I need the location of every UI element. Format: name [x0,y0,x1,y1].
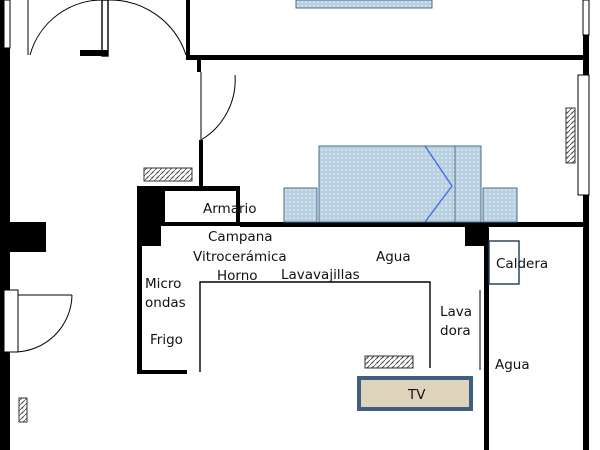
window-left-middle [3,289,19,353]
label-oven: Horno [217,268,258,284]
boiler-box [488,240,520,285]
top-room-furniture [295,0,433,9]
label-ceramic-hob: Vitrocerámica [193,249,287,265]
label-hood: Campana [208,229,273,245]
door-bedroom-swing [200,74,236,141]
wall-bedroom-left-lower [199,140,203,186]
wall-top-left-post [101,0,109,57]
door-top-left-swing [29,0,105,56]
label-fridge: Frigo [150,332,183,348]
radiator-right [565,107,576,164]
wall-top-left-post-fill [80,50,108,56]
kitchen-counter [199,281,431,372]
label-washer-line1: Lava [440,304,472,320]
nightstand-right [482,187,518,223]
wall-wardrobe-right [236,186,240,226]
label-water-bath: Agua [495,357,530,373]
radiator-left-bottom [18,397,28,423]
wall-kitchen-left-thick-lower [137,224,161,246]
label-microwave-line2: ondas [145,295,186,311]
label-microwave-line1: Micro [145,276,181,292]
label-dishwasher: Lavavajillas [281,267,360,283]
label-wardrobe: Armario [203,201,257,217]
bed [318,145,482,223]
wall-kitchen-top [137,186,240,191]
label-tv: TV [407,387,426,403]
window-left-top [3,0,11,49]
nightstand-left [283,187,318,223]
wall-kitchen-left [137,224,142,372]
door-left-lower-swing [13,294,73,353]
wall-bath-left [484,224,489,450]
wall-bedroom-left-upper [197,60,201,72]
wall-kitchen-left-thick [137,186,165,224]
window-right-middle [577,74,590,196]
wall-wardrobe-bottom [160,222,240,226]
radiator-hall [143,167,193,182]
door-top-right-swing [108,0,187,56]
label-boiler: Caldera [496,256,548,272]
wall-left-stub [10,222,46,252]
bed-fold [424,145,453,223]
wall-top-room-left [186,0,190,56]
wall-bath-corner [465,224,489,246]
window-right-top [582,0,590,36]
wall-bedroom-bottom [240,222,586,227]
wall-kitchen-bottom [137,370,187,374]
label-washer-line2: dora [440,323,471,339]
tv-screen [361,380,469,407]
wall-top-divider [186,55,583,60]
outer-wall-left [0,0,10,450]
radiator-kitchen [364,355,414,369]
label-water-kitchen: Agua [376,249,411,265]
